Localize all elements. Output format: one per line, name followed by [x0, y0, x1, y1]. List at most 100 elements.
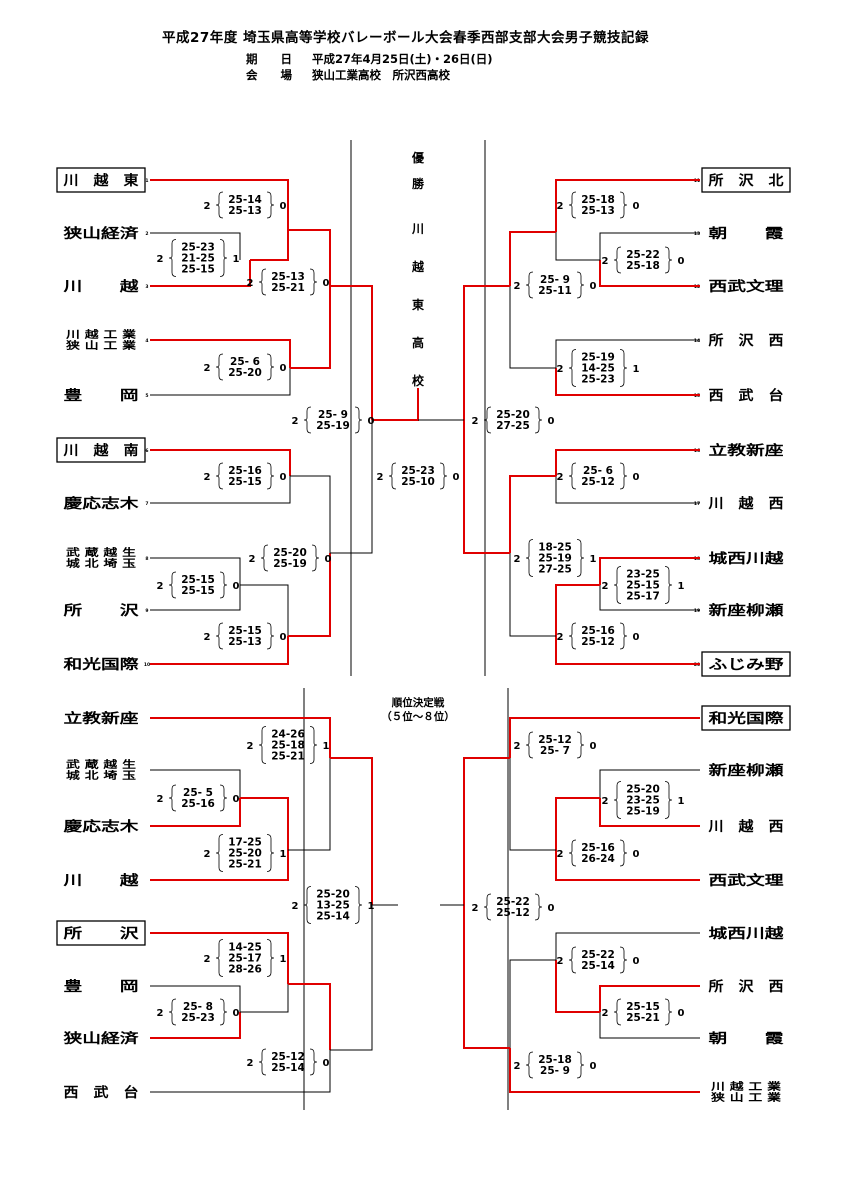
- brace-left: [525, 539, 534, 577]
- set-wins-left: 2: [204, 363, 211, 374]
- set-wins-right: 0: [280, 363, 287, 374]
- venue-label: 会 場: [246, 68, 292, 82]
- date-value: 平成27年4月25日(土)・26日(日): [312, 52, 493, 66]
- brace-right: [619, 622, 628, 650]
- set-score: 25-12: [581, 636, 615, 648]
- team-name: 狭山経済: [62, 225, 139, 242]
- seed-number: 8: [145, 556, 148, 562]
- brace-left: [568, 349, 577, 387]
- seed-number: 1: [145, 178, 148, 184]
- brace-right: [619, 191, 628, 219]
- bracket-line: [330, 420, 373, 554]
- set-score: 25-22: [581, 949, 615, 961]
- placement-title: 順位決定戦: [392, 696, 445, 709]
- brace-left: [525, 271, 534, 299]
- set-score: 25- 5: [183, 787, 213, 799]
- bracket-line: [150, 368, 291, 396]
- seed-number: 2: [145, 231, 148, 237]
- set-score: 25- 9: [540, 274, 570, 286]
- set-score: 27-25: [496, 420, 530, 432]
- date-label: 期 日: [246, 52, 292, 66]
- set-score: 25-15: [181, 574, 215, 586]
- set-wins-left: 2: [514, 281, 521, 292]
- team-name: 城西川越: [709, 550, 785, 567]
- bracket-line: [288, 983, 331, 1050]
- brace-left: [168, 239, 177, 277]
- bracket-line: [599, 232, 700, 260]
- brace-right: [619, 946, 628, 974]
- set-wins-right: 0: [233, 1008, 240, 1019]
- bracket-line: [150, 179, 289, 230]
- set-wins-right: 0: [633, 849, 640, 860]
- seed-number: 19: [694, 608, 700, 614]
- set-score: 25-23: [181, 1012, 215, 1024]
- set-wins-right: 1: [280, 954, 287, 965]
- team-name: 所 沢 北: [709, 172, 785, 189]
- venue-value: 狭山工業高校 所沢西高校: [312, 68, 450, 82]
- set-wins-right: 0: [548, 903, 555, 914]
- set-wins-right: 0: [453, 472, 460, 483]
- bracket-line: [150, 1012, 241, 1039]
- brace-right: [576, 1051, 585, 1079]
- brace-left: [168, 784, 177, 812]
- set-wins-right: 0: [323, 278, 330, 289]
- set-wins-right: 0: [590, 1061, 597, 1072]
- champion-team: 高: [412, 335, 424, 350]
- set-score: 25-19: [626, 806, 660, 818]
- page-title: 平成27年度 埼玉県高等学校バレーボール大会春季西部支部大会男子競技記録: [162, 30, 649, 46]
- brace-right: [311, 544, 320, 572]
- set-score: 25-15: [181, 264, 215, 276]
- set-score: 25-14: [228, 194, 262, 206]
- bracket-line: [509, 717, 700, 758]
- team-name: 新座柳瀬: [709, 602, 785, 619]
- set-wins-right: 0: [280, 201, 287, 212]
- set-wins-left: 2: [377, 472, 384, 483]
- set-wins-left: 2: [204, 954, 211, 965]
- set-score: 25-18: [626, 260, 660, 272]
- set-wins-right: 0: [633, 632, 640, 643]
- bracket-line: [509, 231, 556, 286]
- brace-left: [303, 886, 312, 924]
- set-score: 25-21: [271, 282, 305, 294]
- team-name: 西 武 台: [709, 387, 784, 404]
- set-score: 25-15: [626, 1001, 660, 1013]
- set-score: 25-14: [271, 1062, 305, 1074]
- brace-left: [483, 406, 492, 434]
- set-score: 25-15: [626, 580, 660, 592]
- team-name: 狭 山 工 業: [710, 1091, 783, 1104]
- set-wins-left: 2: [204, 472, 211, 483]
- brace-right: [619, 349, 628, 387]
- team-name: 川 越: [62, 278, 139, 295]
- bracket-line: [555, 797, 600, 850]
- set-score: 25-20: [316, 889, 350, 901]
- seed-number: 4: [145, 338, 148, 344]
- set-wins-left: 2: [204, 632, 211, 643]
- team-name: 狭山経済: [62, 1030, 139, 1047]
- brace-right: [219, 784, 228, 812]
- set-wins-right: 0: [678, 256, 685, 267]
- bracket-line: [240, 984, 289, 1013]
- team-name: 西武文理: [709, 278, 785, 295]
- set-wins-left: 2: [247, 741, 254, 752]
- set-score: 13-25: [316, 900, 350, 912]
- set-wins-right: 0: [233, 581, 240, 592]
- team-name: 立教新座: [709, 442, 785, 459]
- bracket-line: [555, 449, 700, 476]
- team-name: 川 越 南: [62, 442, 138, 459]
- bracket-line: [599, 557, 700, 585]
- team-name: 川 越 工 業: [65, 328, 138, 341]
- set-score: 25- 7: [540, 745, 570, 757]
- bracket-line: [463, 905, 510, 1049]
- team-name: 所 沢: [64, 925, 140, 942]
- team-name: 慶応志木: [64, 495, 140, 512]
- set-score: 25-14: [581, 960, 615, 972]
- set-score: 25-21: [626, 1012, 660, 1024]
- set-score: 25-20: [273, 547, 307, 559]
- bracket-line: [555, 960, 600, 1013]
- set-wins-right: 0: [368, 416, 375, 427]
- brace-right: [266, 622, 275, 650]
- brace-left: [215, 834, 224, 872]
- bracket-line: [372, 388, 419, 421]
- brace-left: [168, 571, 177, 599]
